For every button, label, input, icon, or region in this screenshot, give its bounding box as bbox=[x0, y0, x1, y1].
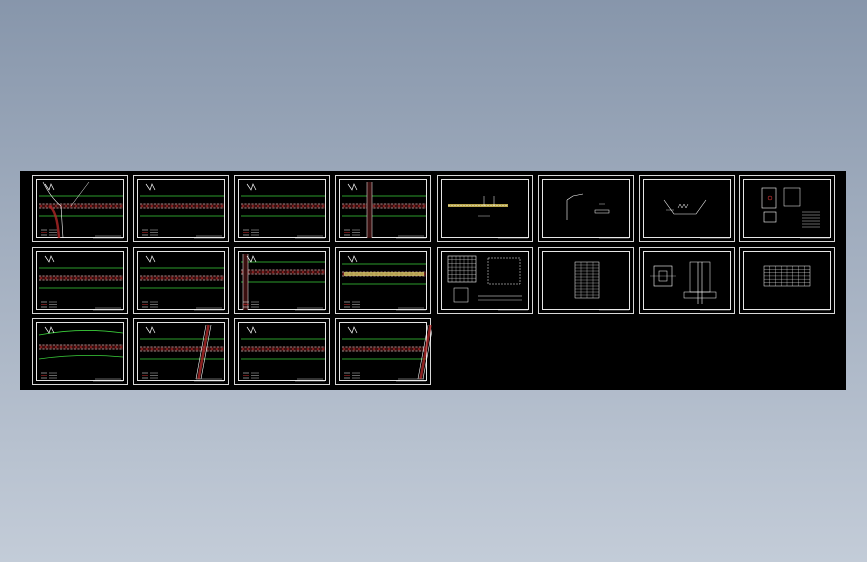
drawing-sheet-road-plan[interactable] bbox=[133, 247, 229, 314]
drawing-sheet-road-plan[interactable] bbox=[234, 318, 330, 385]
drawing-sheet-road-plan-end[interactable] bbox=[335, 318, 432, 385]
sheet-drawing bbox=[241, 183, 325, 239]
sheet-drawing bbox=[342, 324, 432, 382]
sheet-drawing bbox=[650, 261, 730, 311]
drawing-sheet-road-plan-crossroad[interactable] bbox=[335, 175, 431, 242]
drawing-sheet-section-detail[interactable] bbox=[538, 175, 634, 242]
sheet-drawing bbox=[140, 183, 224, 239]
drawing-sheet-road-plan-junction[interactable] bbox=[32, 175, 128, 242]
sheet-drawing bbox=[39, 181, 123, 239]
sheet-drawing bbox=[663, 199, 730, 239]
drawing-sheet-road-plan-highlight[interactable] bbox=[335, 247, 431, 314]
cad-model-space[interactable] bbox=[20, 171, 846, 390]
drawing-sheet-table-sheet[interactable] bbox=[538, 247, 634, 314]
drawing-sheet-structure-detail[interactable] bbox=[739, 175, 835, 242]
sheet-drawing bbox=[447, 255, 528, 311]
sheet-drawing bbox=[38, 326, 124, 382]
sheet-drawing bbox=[140, 324, 224, 382]
sheet-drawing bbox=[574, 261, 629, 311]
drawing-sheet-road-plan-curved[interactable] bbox=[32, 318, 128, 385]
sheet-drawing bbox=[140, 255, 224, 311]
drawing-sheet-trench-detail[interactable] bbox=[639, 175, 735, 242]
sheet-drawing bbox=[448, 196, 528, 239]
drawing-sheet-road-plan[interactable] bbox=[133, 175, 229, 242]
drawing-sheet-road-plan[interactable] bbox=[234, 175, 330, 242]
sheet-drawing bbox=[566, 193, 629, 239]
sheet-drawing bbox=[39, 255, 123, 311]
sheet-drawing bbox=[761, 187, 830, 239]
drawing-sheet-table-wide[interactable] bbox=[739, 247, 835, 314]
drawing-sheet-foundation-detail[interactable] bbox=[639, 247, 735, 314]
drawing-sheet-road-plan[interactable] bbox=[32, 247, 128, 314]
drawing-sheet-grid-detail[interactable] bbox=[437, 247, 533, 314]
sheet-drawing bbox=[342, 182, 426, 239]
sheet-drawing bbox=[241, 254, 325, 311]
drawing-sheet-road-plan-start[interactable] bbox=[234, 247, 330, 314]
sheet-drawing bbox=[763, 265, 830, 311]
drawing-sheet-road-plan-cross[interactable] bbox=[133, 318, 229, 385]
sheet-drawing bbox=[342, 255, 426, 311]
drawing-sheet-profile[interactable] bbox=[437, 175, 533, 242]
sheet-drawing bbox=[241, 326, 325, 382]
